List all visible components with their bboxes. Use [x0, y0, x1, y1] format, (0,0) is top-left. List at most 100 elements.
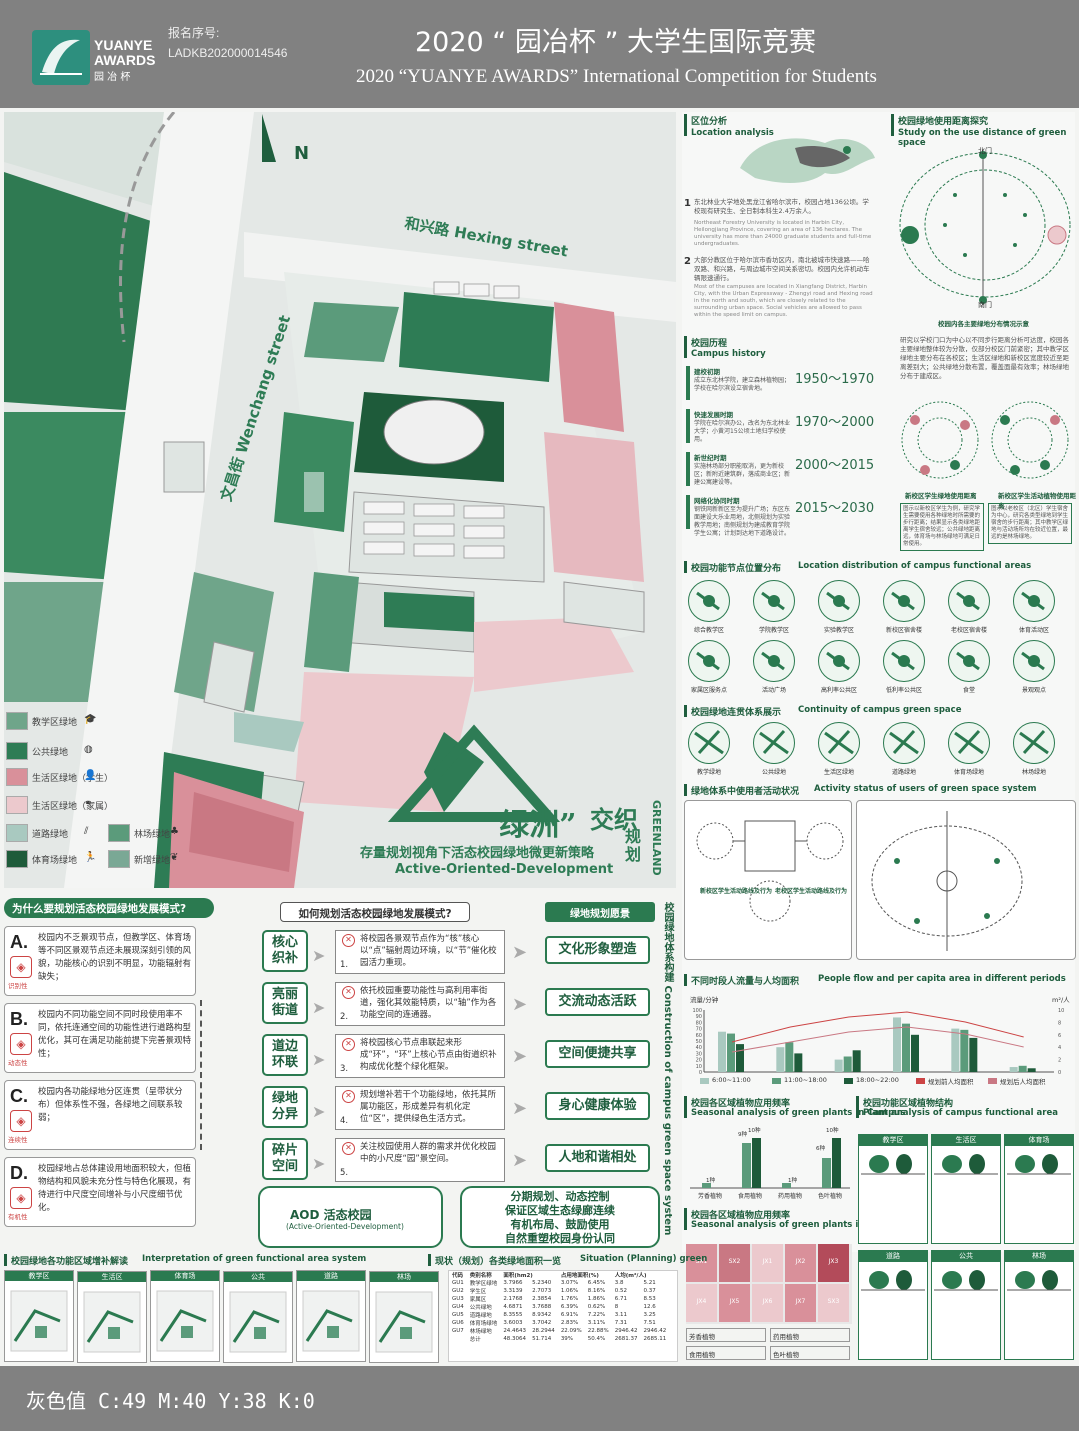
- strategy-desc-box: [335, 1086, 505, 1130]
- legend-swatch: [6, 712, 28, 730]
- section-marker: [684, 336, 687, 358]
- interp-map: [5, 1281, 73, 1363]
- legend-swatch: [844, 1078, 853, 1084]
- period-text: 学院在哈尔滨办公，改名为东北林业大学；小黄河15公顷土地归学校使用。: [694, 420, 791, 443]
- interp-panel: 生活区: [77, 1271, 147, 1363]
- aod-summary: 分期规划、动态控制 保证区域生态绿廊连续 有机布局、鼓励使用 自然重塑校园身份认…: [460, 1186, 660, 1248]
- y-tick-label: 90: [696, 1014, 702, 1020]
- function-node-map: [883, 580, 925, 622]
- function-node-map: [688, 580, 730, 622]
- flow-bar: [893, 1017, 901, 1072]
- campus-map-drawing: [4, 112, 676, 888]
- flow-bar: [951, 1028, 960, 1072]
- distance-title: 校园绿地使用距离探究: [898, 117, 989, 127]
- table-cell: 6.71: [614, 1296, 628, 1302]
- table-header-row: 代码类别名称面积(hm2)占用地面积(%)人均(m²/人): [449, 1271, 669, 1279]
- distance-caption: 校园内各主要绿地分布情况示意: [938, 320, 1029, 328]
- why-title: 为什么要规划活态校园绿地发展模式?: [4, 898, 214, 918]
- interp-panel-title: 道路: [297, 1271, 365, 1281]
- table-cell: 8: [614, 1304, 619, 1310]
- legend-swatch: [108, 850, 130, 868]
- season-bar: [822, 1158, 831, 1188]
- table-cell: 5.2340: [532, 1280, 552, 1286]
- strategy-subtitle-en: Active-Oriented-Development: [395, 862, 614, 877]
- y-right-tick-label: 8: [1058, 1020, 1061, 1026]
- legend-label: 规划后人均面积: [1000, 1078, 1046, 1086]
- legend-swatch: [988, 1078, 997, 1084]
- location-title-en: Location analysis: [691, 128, 774, 138]
- vision-goal: 交流动态活跃: [545, 988, 650, 1016]
- why-item-letter: A.: [10, 932, 28, 952]
- why-item-tag: 识别性: [8, 982, 28, 990]
- graduation-cap-icon: 🎓: [84, 714, 97, 725]
- legend-swatch: [6, 742, 28, 760]
- why-item-icon: ◈: [10, 1033, 32, 1055]
- table-header-cell: 面积(hm2): [503, 1273, 533, 1279]
- table-cell: 2681.37: [614, 1336, 638, 1342]
- table-cell: 1.06%: [560, 1288, 579, 1294]
- footer-bar: [0, 1366, 1079, 1431]
- legend-swatch: [6, 824, 28, 842]
- legend-label: 林场绿地: [134, 830, 171, 840]
- section-marker: [684, 784, 687, 796]
- continuity-map: [948, 722, 990, 764]
- y-tick-label: 10: [696, 1064, 702, 1070]
- family-icon: ⚭: [84, 798, 93, 809]
- plant-silhouette-icon: [1005, 1146, 1073, 1176]
- y-tick-label: 100: [692, 1008, 702, 1014]
- reg-label: 报名序号:: [168, 26, 220, 40]
- why-item-box: [4, 926, 196, 996]
- table-header-cell: 类别名称: [469, 1273, 492, 1279]
- interp-panel-title: 林场: [370, 1272, 438, 1282]
- interp-panel: 体育场: [150, 1270, 220, 1362]
- interp-panel-title: 教学区: [5, 1271, 73, 1281]
- table-cell: 48.3064: [503, 1336, 527, 1342]
- dist-text-right: 图示以老校区（北区）学生宿舍为中心，研究各类型绿地到学生宿舍的步行距离；其中教学…: [988, 503, 1072, 544]
- weave-title: 交织: [590, 806, 638, 834]
- season-value-label: 1种: [788, 1176, 797, 1184]
- function-node-label: 学院教学区: [758, 627, 789, 634]
- plant-structure-zone: 道路: [859, 1251, 927, 1262]
- flow-bar: [902, 1023, 910, 1072]
- why-connector: [200, 1000, 256, 1150]
- strategy-subtitle: 存量规划视角下活态校园绿地微更新策略: [360, 846, 595, 861]
- people-title: 不同时段人流量与人均面积: [691, 977, 800, 987]
- period-marker: [686, 409, 690, 443]
- forest-block: [4, 172, 154, 412]
- plant-legend-item: 芳香植物: [686, 1328, 766, 1342]
- table-cell: 5.21: [643, 1280, 656, 1286]
- table-cell: 林场绿地: [469, 1329, 492, 1335]
- why-item-icon: ◈: [10, 1110, 32, 1132]
- period-label: 新世纪时期: [694, 454, 727, 462]
- table-cell: 1.76%: [560, 1296, 579, 1302]
- strategy-icon: ✕: [342, 1142, 355, 1155]
- table-cell: 8.53: [643, 1296, 656, 1302]
- season-category-label: 药用植物: [778, 1192, 802, 1200]
- table-cell: 3.3139: [503, 1288, 523, 1294]
- season-value-label: 10种: [748, 1126, 761, 1134]
- zone-cell: SX1: [686, 1244, 717, 1282]
- flow-bar: [960, 1029, 969, 1072]
- why-item-letter: B.: [10, 1009, 28, 1029]
- strategy-number: 4.: [340, 1116, 349, 1126]
- legend-swatch: [916, 1078, 925, 1084]
- season-value-label: 1种: [706, 1176, 715, 1184]
- table-cell: 2946.42: [643, 1328, 667, 1334]
- plant-legend-item: 药用植物: [770, 1328, 850, 1342]
- legend-label: 生活区绿地（学生）: [32, 774, 114, 784]
- plant-structure-zone: 教学区: [859, 1135, 927, 1146]
- why-item-box: [4, 1157, 196, 1227]
- dist-caption-right: 新校区学生活动植物使用距离: [998, 492, 1076, 510]
- table-cell: 2946.42: [614, 1328, 638, 1334]
- function-node-label: 综合教学区: [693, 627, 724, 634]
- logo-cn: 园 冶 杯: [94, 72, 131, 83]
- people-title-en: People flow and per capita area in diffe…: [818, 974, 1066, 984]
- table-cell: 3.11: [614, 1312, 628, 1318]
- distance-title-en: Study on the use distance of green space: [898, 128, 1067, 148]
- season-bar: [752, 1138, 761, 1188]
